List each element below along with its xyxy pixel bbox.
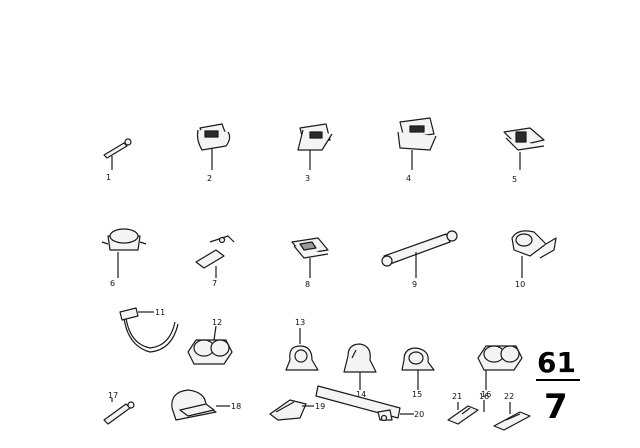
part-8-clip [291,237,329,278]
callout-22: 22 [504,392,514,401]
callout-10: 10 [515,280,525,289]
callout-20: 20 [414,410,424,419]
callout-16-upper: 16 [481,390,491,399]
part-7-clip [195,235,235,278]
callout-1: 1 [106,173,111,182]
callout-14: 14 [356,390,366,399]
callout-3: 3 [305,174,310,183]
part-22-clip [493,402,531,431]
part-21-clip [447,402,479,425]
part-5-clip [503,127,545,170]
callout-9: 9 [412,280,417,289]
part-4-clip [397,117,437,170]
part-13-clip [285,328,319,371]
callout-5: 5 [512,175,517,184]
part-14-clip [343,343,377,390]
part-20-strap [315,385,414,422]
group-code-sub: 7 [544,387,568,427]
callout-21: 21 [452,392,462,401]
callout-17: 17 [108,391,118,400]
callout-11: 11 [155,308,165,317]
callout-15: 15 [412,390,422,399]
callout-6: 6 [110,279,115,288]
part-12-clip [187,325,233,365]
callout-19: 19 [315,402,325,411]
part-6-clip [101,228,147,278]
callout-12: 12 [212,318,222,327]
part-16-clip-upper [477,345,523,390]
part-18-clip [171,389,230,421]
callout-16-lower: 16 [479,392,489,401]
part-2-clip [196,123,231,170]
part-17-pin [103,398,135,425]
callout-2: 2 [207,174,212,183]
group-code: 61 7 [536,346,580,427]
part-9-bracket [381,230,458,278]
part-15-clip [401,347,435,390]
callout-8: 8 [305,280,310,289]
part-3-clip [297,123,333,170]
callout-7: 7 [212,279,217,288]
part-19-clip [269,399,314,421]
callout-18: 18 [231,402,241,411]
part-11-strap [119,307,179,353]
group-code-main: 61 [537,346,576,379]
part-10-clip [511,230,557,278]
callout-13: 13 [295,318,305,327]
part-1-pin [103,138,132,170]
callout-4: 4 [406,174,411,183]
